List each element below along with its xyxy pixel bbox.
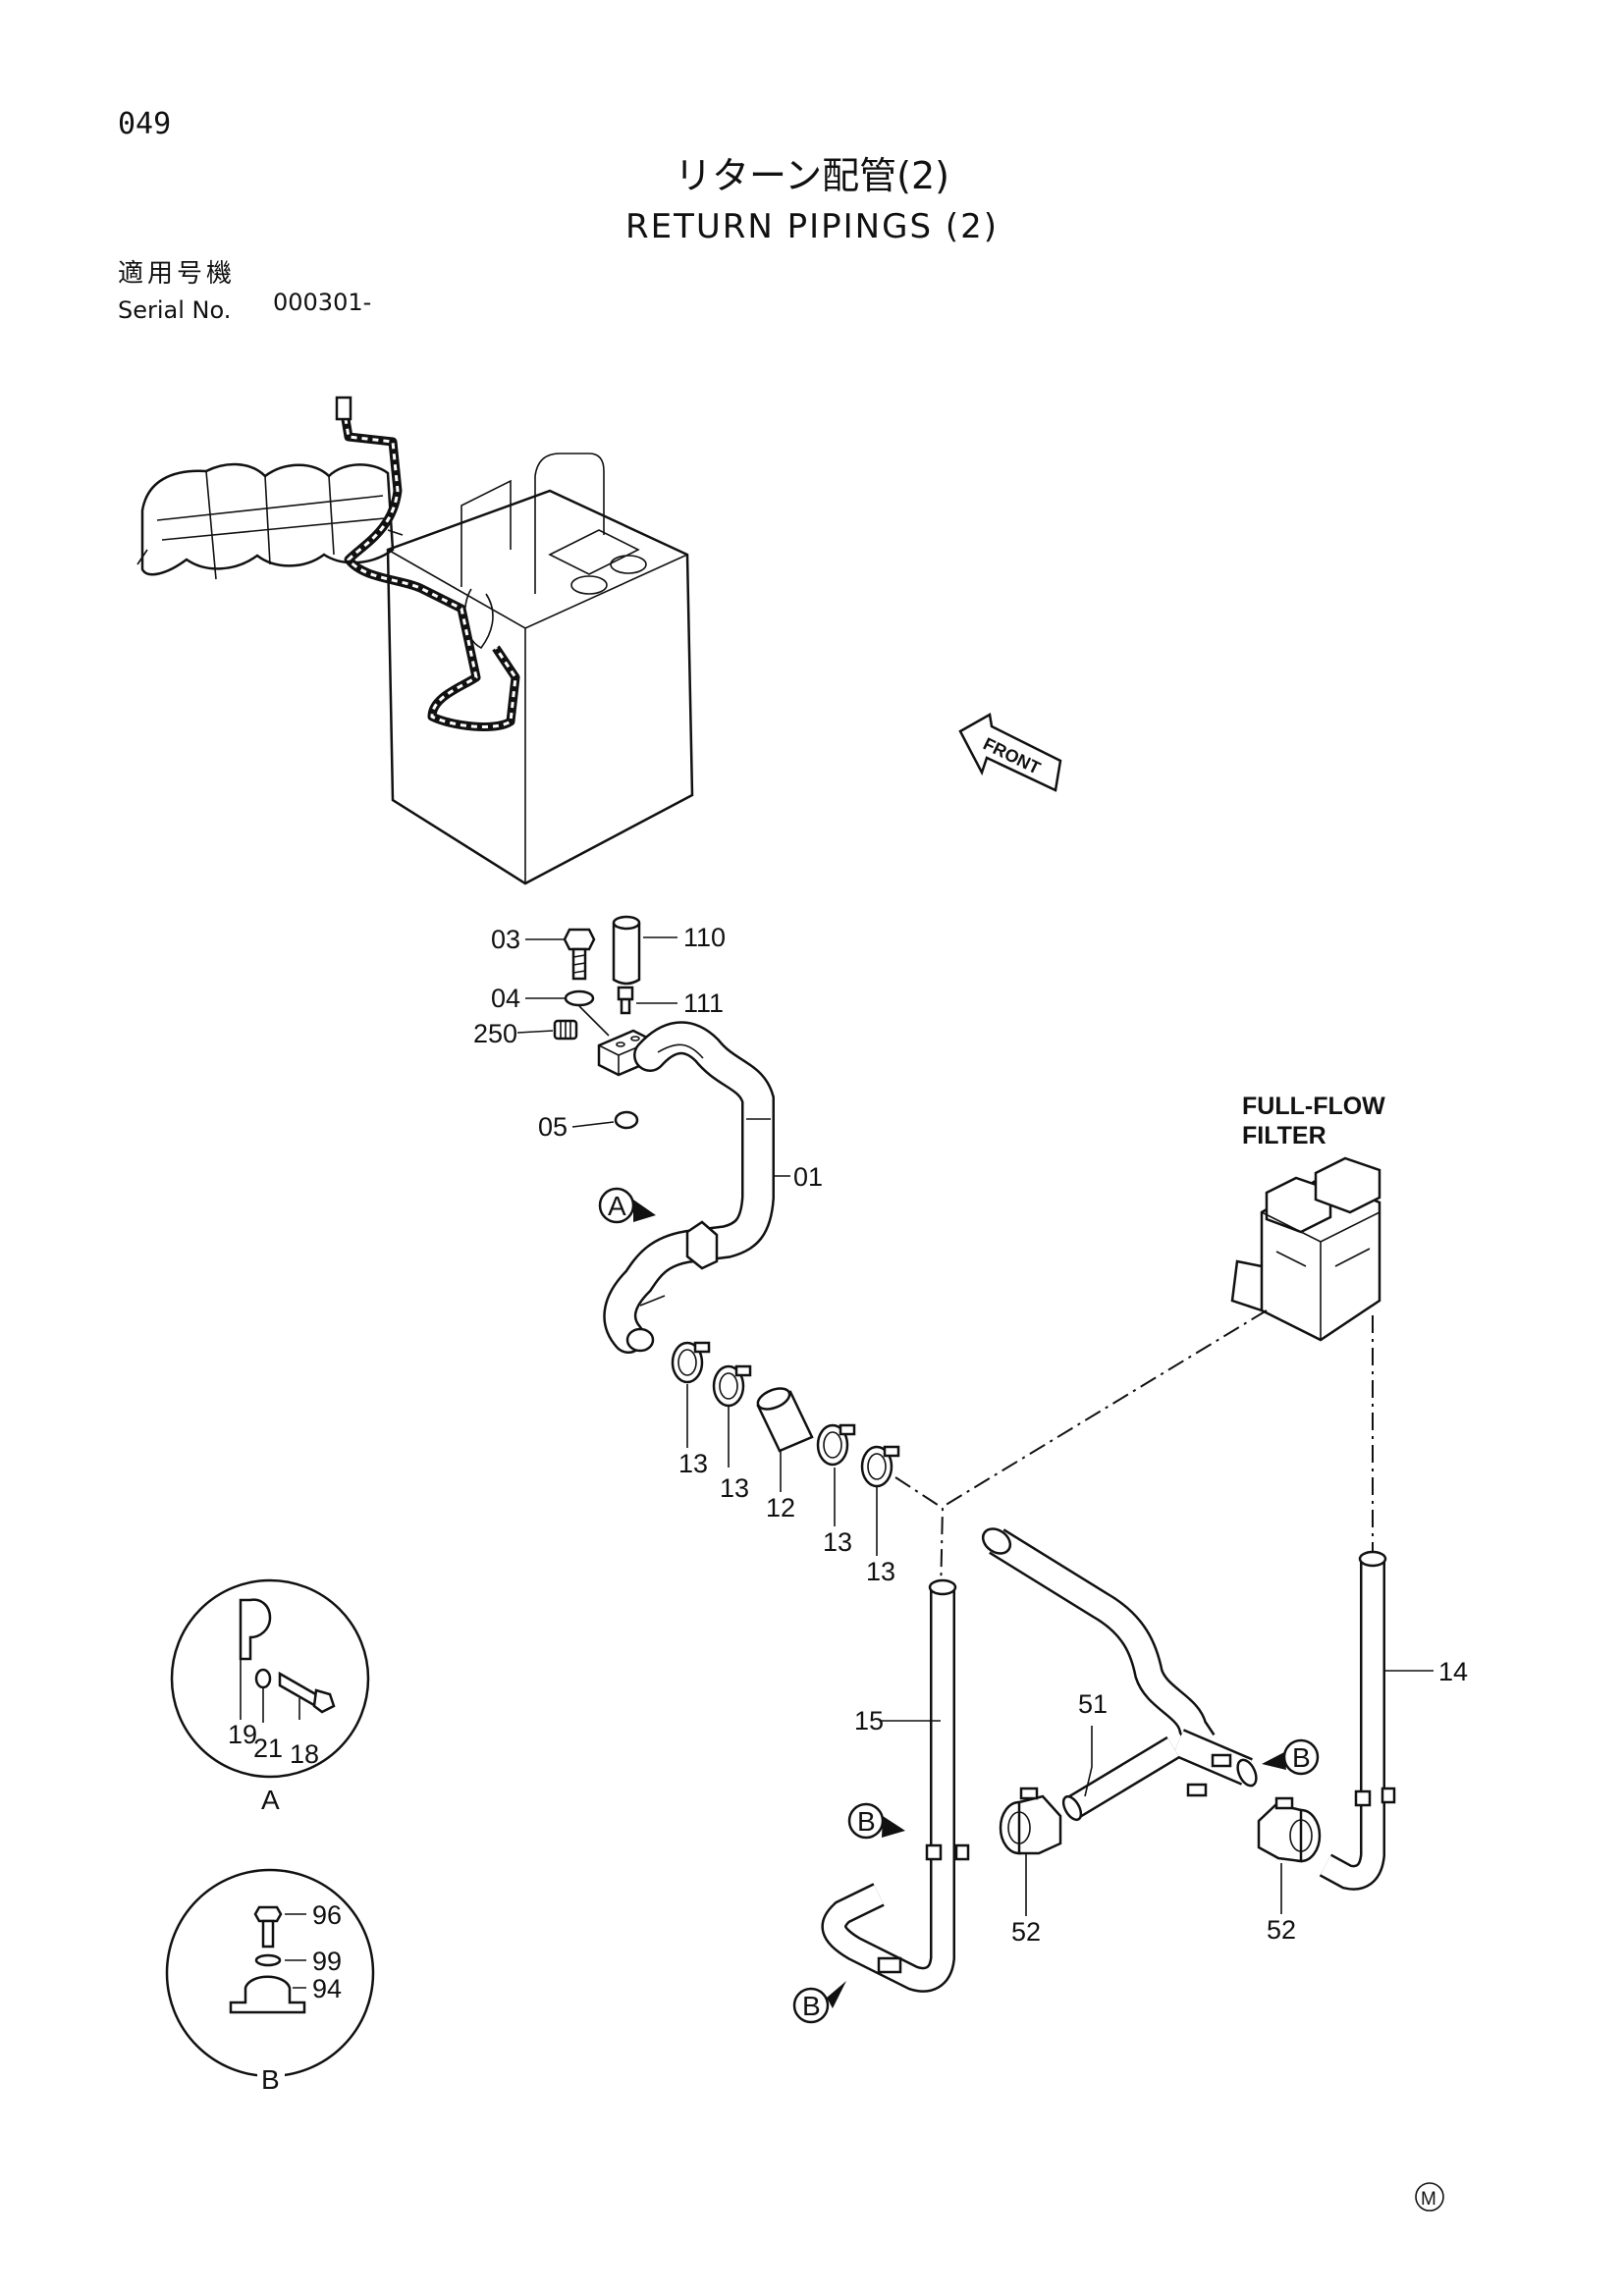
leader-lines bbox=[516, 936, 1434, 1916]
centerline-1 bbox=[940, 1309, 1268, 1596]
sleeve-12 bbox=[756, 1387, 814, 1453]
pipe-14-bracket bbox=[1354, 1789, 1372, 1807]
overview-return-hose bbox=[339, 406, 520, 731]
callout-12: 12 bbox=[766, 1493, 795, 1522]
pipe-15-bracket-2 bbox=[877, 1956, 902, 1974]
view-marker-b-1: B bbox=[1262, 1738, 1320, 1776]
view-marker-b-3: B bbox=[792, 1981, 846, 2024]
filter-label-line-2: FILTER bbox=[1242, 1122, 1326, 1149]
detail-b-part-96: 96 bbox=[312, 1900, 342, 1930]
title-english: RETURN PIPINGS (2) bbox=[624, 207, 1000, 246]
callout-110: 110 bbox=[683, 923, 726, 952]
callout-13-4: 13 bbox=[866, 1557, 895, 1586]
hose-clamp-13-2 bbox=[712, 1364, 752, 1408]
detail-b-label: B bbox=[261, 2064, 280, 2095]
callout-labels: 03 04 250 05 110 111 01 13 13 12 13 13 1… bbox=[473, 923, 1468, 1947]
callout-15: 15 bbox=[854, 1706, 884, 1735]
hose-clamp-a bbox=[685, 1220, 719, 1270]
hose-clamp-13-4 bbox=[860, 1445, 900, 1488]
clamp-94 bbox=[229, 1975, 306, 2014]
serial-label-japanese: 適用号機 bbox=[118, 259, 237, 289]
clamp-19 bbox=[239, 1598, 272, 1661]
hose-clamp-13-3 bbox=[816, 1423, 856, 1467]
callout-05: 05 bbox=[538, 1112, 568, 1142]
callout-111: 111 bbox=[683, 988, 724, 1018]
callout-51: 51 bbox=[1078, 1689, 1108, 1719]
circled-m-mark: M bbox=[1415, 2182, 1444, 2212]
view-marker-b-2: B bbox=[847, 1802, 905, 1840]
callout-13-3: 13 bbox=[823, 1527, 852, 1557]
svg-text:B: B bbox=[802, 1991, 821, 2021]
filter-label-line-1: FULL-FLOW bbox=[1242, 1093, 1385, 1120]
detail-a: 19 21 18 A bbox=[170, 1578, 370, 1815]
callout-13-2: 13 bbox=[720, 1473, 749, 1503]
plug-250 bbox=[553, 1019, 578, 1041]
callout-01: 01 bbox=[793, 1162, 823, 1192]
pipe-14 bbox=[1319, 1550, 1396, 1891]
serial-label-english: Serial No. bbox=[118, 296, 232, 324]
svg-text:B: B bbox=[1292, 1742, 1311, 1773]
callout-13-1: 13 bbox=[678, 1449, 708, 1478]
washer-21 bbox=[254, 1668, 272, 1689]
element-110 bbox=[612, 915, 641, 986]
page-number: 049 bbox=[118, 107, 172, 141]
serial-number-value: 000301- bbox=[273, 289, 372, 316]
detail-b: 96 99 94 B bbox=[165, 1868, 375, 2095]
y-pipe-bracket-2 bbox=[1186, 1783, 1208, 1797]
full-flow-filter bbox=[1230, 1156, 1381, 1342]
callout-52-left: 52 bbox=[1011, 1917, 1041, 1947]
view-marker-a: A bbox=[598, 1187, 656, 1224]
svg-text:B: B bbox=[857, 1806, 876, 1837]
overview-fitting bbox=[335, 396, 352, 421]
return-hose-01 bbox=[603, 1021, 775, 1354]
control-valve-bank bbox=[136, 462, 404, 580]
hose-clamp-13-1 bbox=[671, 1341, 711, 1384]
front-direction-arrow: FRONT bbox=[958, 713, 1062, 792]
fitting-111 bbox=[617, 986, 634, 1015]
y-pipe bbox=[981, 1527, 1258, 1797]
callout-250: 250 bbox=[473, 1019, 517, 1048]
callout-04: 04 bbox=[491, 984, 520, 1013]
centerline-2 bbox=[894, 1476, 942, 1508]
detail-b-part-99: 99 bbox=[312, 1947, 342, 1976]
bolt-03 bbox=[563, 928, 596, 981]
washer-99 bbox=[254, 1953, 282, 1967]
washer-04 bbox=[564, 989, 595, 1007]
detail-a-part-19: 19 bbox=[228, 1720, 257, 1749]
svg-text:M: M bbox=[1421, 2189, 1436, 2210]
title-japanese: リターン配管(2) bbox=[675, 154, 949, 197]
callout-52-right: 52 bbox=[1267, 1915, 1296, 1945]
y-pipe-bracket-1 bbox=[1211, 1753, 1232, 1768]
bolt-96 bbox=[253, 1905, 283, 1923]
detail-a-part-21: 21 bbox=[253, 1734, 283, 1763]
callout-14: 14 bbox=[1438, 1657, 1468, 1686]
overview-drawing bbox=[136, 396, 694, 885]
hydraulic-tank bbox=[386, 453, 694, 885]
o-ring-05 bbox=[614, 1110, 639, 1130]
coupling-52-left bbox=[999, 1787, 1062, 1855]
coupling-52-right bbox=[1257, 1796, 1322, 1863]
detail-a-part-18: 18 bbox=[290, 1739, 319, 1769]
pipe-51 bbox=[1061, 1735, 1180, 1822]
pipe-15-bracket-1 bbox=[925, 1843, 943, 1861]
detail-a-label: A bbox=[261, 1785, 280, 1815]
callout-03: 03 bbox=[491, 925, 520, 954]
svg-text:A: A bbox=[608, 1191, 626, 1221]
pipe-15 bbox=[821, 1578, 970, 1993]
detail-b-part-94: 94 bbox=[312, 1974, 342, 2003]
